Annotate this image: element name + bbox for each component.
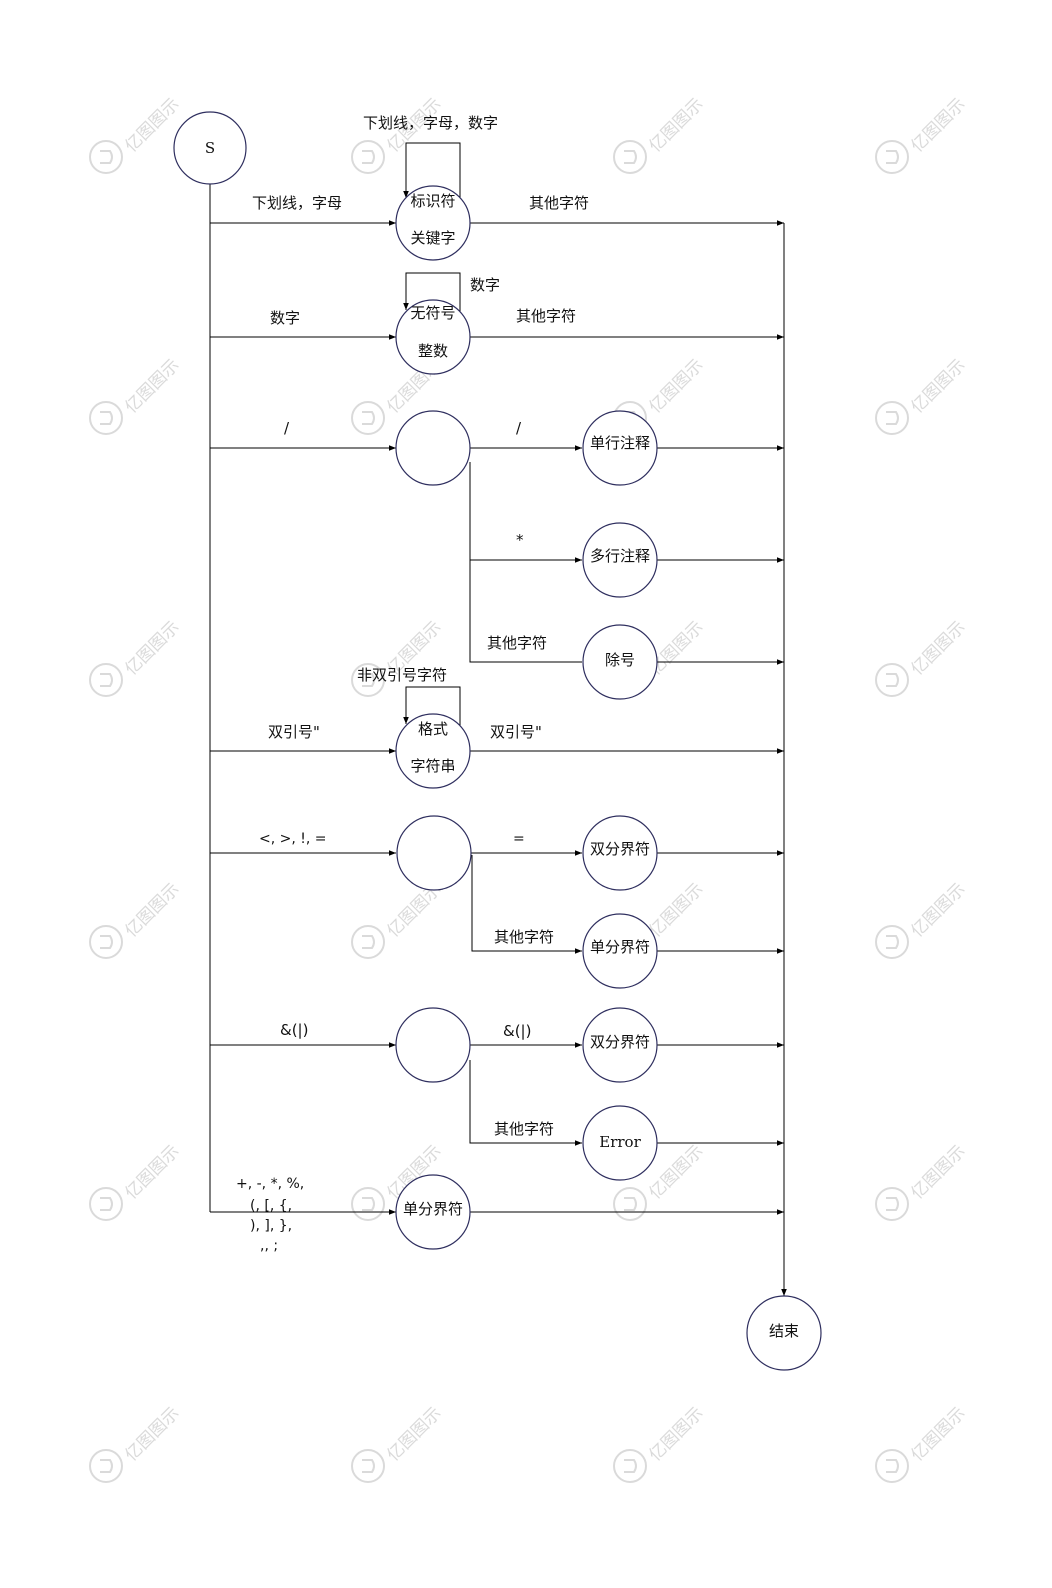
state-error	[582, 1105, 658, 1181]
edge-label-compare-eq: =	[513, 831, 525, 847]
watermark	[89, 616, 185, 697]
watermark	[875, 93, 971, 174]
state-double-delim-2	[582, 1007, 658, 1083]
watermark	[351, 616, 447, 697]
edge-label-identifier-loop: 下划线，字母，数字	[363, 114, 498, 132]
node-label-unsigned-int-2: 整数	[418, 342, 448, 360]
node-label-error: Error	[599, 1133, 641, 1151]
state-compare	[396, 815, 472, 891]
edge-label-to-compare: <, >, !, =	[259, 831, 327, 847]
node-label-double-delim-1: 双分界符	[590, 840, 650, 858]
state-unsigned-int	[395, 299, 471, 375]
edge-label-to-number: 数字	[270, 309, 300, 327]
watermark	[875, 354, 971, 435]
watermark	[875, 878, 971, 959]
watermark	[613, 93, 709, 174]
edge-label-single-delim-4: ,, ;	[260, 1238, 278, 1254]
edge-label-to-identifier: 下划线，字母	[252, 194, 342, 212]
state-identifier	[395, 185, 471, 261]
edge-label-logic-same: &(|)	[503, 1022, 531, 1040]
loop-number	[403, 272, 461, 312]
watermark	[89, 93, 185, 174]
node-label-single-delim-2: 单分界符	[403, 1200, 463, 1218]
node-label-multi-line-comment: 多行注释	[590, 547, 650, 565]
watermark	[89, 878, 185, 959]
watermark	[351, 1402, 447, 1483]
node-label-identifier-1: 标识符	[410, 192, 455, 210]
edge-slash-branch	[469, 462, 582, 663]
node-label-format-string-2: 字符串	[410, 757, 455, 775]
node-label-single-delim-1: 单分界符	[590, 938, 650, 956]
edge-label-single-delim-3: ), ], },	[250, 1218, 292, 1234]
edge-label-string-out: 双引号"	[490, 723, 542, 741]
node-label-divide: 除号	[605, 651, 635, 669]
node-label-unsigned-int-1: 无符号	[410, 304, 455, 322]
state-single-delim-2	[395, 1174, 471, 1250]
watermark	[875, 616, 971, 697]
state-start	[173, 111, 247, 185]
edge-label-identifier-out: 其他字符	[529, 194, 589, 212]
edge-label-to-logic: &(|)	[280, 1021, 308, 1039]
edge-label-compare-other: 其他字符	[494, 928, 554, 946]
state-format-string	[395, 713, 471, 789]
watermark	[875, 1402, 971, 1483]
edge-label-to-string: 双引号"	[268, 723, 320, 741]
watermark	[89, 354, 185, 435]
edge-label-number-loop: 数字	[470, 276, 500, 294]
watermark	[351, 878, 447, 959]
node-label-start: S	[205, 139, 215, 157]
state-end	[746, 1295, 822, 1371]
edge-label-number-out: 其他字符	[516, 307, 576, 325]
loop-string	[403, 686, 461, 726]
node-label-single-line-comment: 单行注释	[590, 434, 650, 452]
node-label-identifier-2: 关键字	[410, 229, 455, 247]
edge-label-slash-star: *	[516, 531, 524, 549]
state-logic	[395, 1007, 471, 1083]
state-double-delim-1	[582, 815, 658, 891]
edge-label-single-delim-1: +, -, *, %,	[236, 1176, 304, 1192]
edge-label-logic-other: 其他字符	[494, 1120, 554, 1138]
watermark	[351, 93, 447, 174]
edge-label-to-slash: /	[284, 419, 290, 437]
edge-label-single-delim-2: (, [, {,	[250, 1198, 292, 1214]
state-multi-line-comment	[582, 522, 658, 598]
watermark	[613, 1402, 709, 1483]
edge-logic-other	[469, 1060, 582, 1146]
watermark	[89, 1140, 185, 1221]
watermark-layer	[89, 93, 971, 1483]
edge-label-slash-slash: /	[516, 419, 522, 437]
edge-label-slash-other: 其他字符	[487, 634, 547, 652]
watermark	[89, 1402, 185, 1483]
watermark	[875, 1140, 971, 1221]
edge-compare-other	[471, 855, 582, 954]
state-single-line-comment	[582, 410, 658, 486]
state-divide	[582, 624, 658, 700]
state-slash	[395, 410, 471, 486]
node-label-end: 结束	[769, 1322, 799, 1340]
edge-label-string-loop: 非双引号字符	[357, 666, 447, 684]
node-label-format-string-1: 格式	[418, 720, 448, 738]
state-single-delim-1	[582, 913, 658, 989]
node-label-double-delim-2: 双分界符	[590, 1033, 650, 1051]
loop-identifier	[403, 142, 461, 200]
